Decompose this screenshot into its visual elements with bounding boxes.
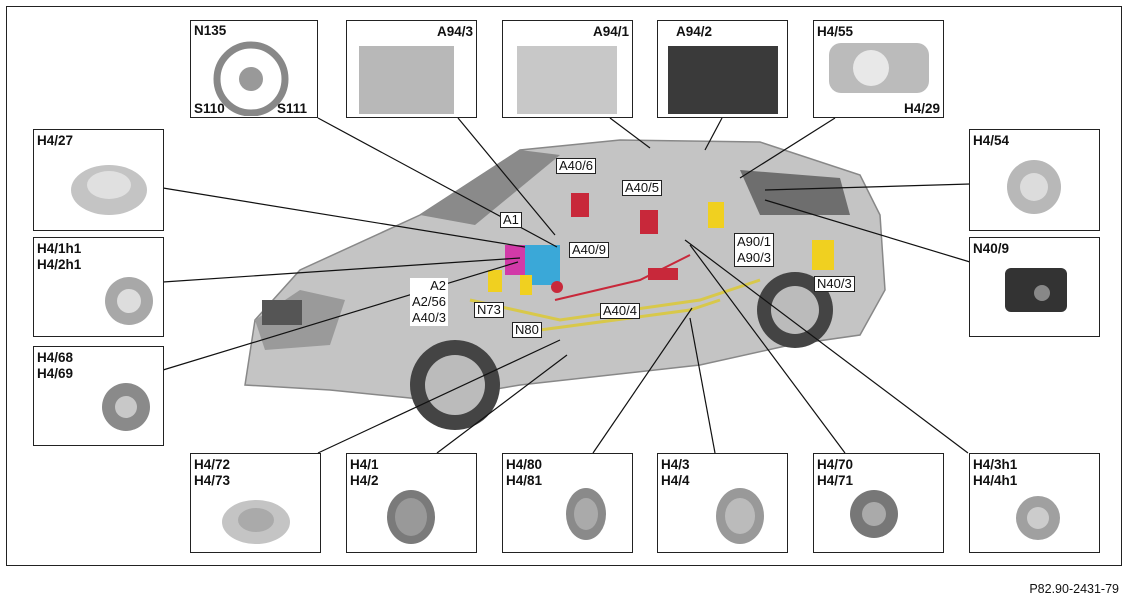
speaker-icon [71,165,147,215]
label-n73: N73 [474,302,504,318]
box-h4-72: H4/72 H4/73 [190,453,321,553]
label-a94-1: A94/1 [592,24,629,39]
box-h4-1h1: H4/1h1 H4/2h1 [33,237,164,337]
speaker-icon [566,488,606,540]
steering-wheel-icon [213,41,289,116]
box-h4-3h1: H4/3h1 H4/4h1 [969,453,1100,553]
label-s110: S110 [194,101,225,116]
label-h4-27: H4/27 [37,133,74,148]
a94-1-photo [517,46,617,114]
label-h4-81: H4/81 [506,473,543,488]
box-h4-54: H4/54 [969,129,1100,231]
label-h4-54: H4/54 [973,133,1010,148]
box-a94-1: A94/1 [502,20,633,118]
box-n40-9: N40/9 [969,237,1100,337]
light-unit-icon [829,43,929,93]
label-h4-2: H4/2 [350,473,379,488]
box-h4-1: H4/1 H4/2 [346,453,477,553]
figure-code: P82.90-2431-79 [1029,582,1119,596]
label-h4-55: H4/55 [817,24,854,39]
label-a2: A2 A2/56 A40/3 [410,278,448,326]
box-a94-2: A94/2 [657,20,788,118]
box-n135: N135 S110 S111 [190,20,318,118]
label-a40-5: A40/5 [622,180,662,196]
label-h4-3h1: H4/3h1 [973,457,1018,472]
label-a40-6: A40/6 [556,158,596,174]
speaker-icon [387,490,435,544]
a94-2-photo [668,46,778,114]
speaker-icon [850,490,898,538]
label-h4-80: H4/80 [506,457,543,472]
car-illustration [244,139,886,430]
box-h4-80: H4/80 H4/81 [502,453,633,553]
speaker-icon [716,488,764,544]
box-h4-3: H4/3 H4/4 [657,453,788,553]
label-a40-4: A40/4 [600,303,640,319]
a94-3-photo [359,46,454,114]
label-s111: S111 [277,101,308,116]
label-h4-4: H4/4 [661,473,690,488]
label-h4-29: H4/29 [903,101,940,116]
label-h4-70: H4/70 [817,457,854,472]
label-a94-3: A94/3 [436,24,473,39]
amplifier-icon [1005,268,1067,312]
label-h4-71: H4/71 [817,473,854,488]
box-h4-68: H4/68 H4/69 [33,346,164,446]
label-a94-2: A94/2 [676,24,713,39]
label-n40-3: N40/3 [814,276,855,292]
label-a40-9: A40/9 [569,242,609,258]
speaker-icon [222,500,290,544]
box-h4-70: H4/70 H4/71 [813,453,944,553]
label-h4-73: H4/73 [194,473,231,488]
label-h4-1h1: H4/1h1 [37,241,82,256]
label-a90: A90/1 A90/3 [734,233,774,267]
speaker-icon [1007,160,1061,214]
label-n40-9: N40/9 [973,241,1010,256]
label-n80: N80 [512,322,542,338]
box-h4-27: H4/27 [33,129,164,231]
label-a1: A1 [500,212,522,228]
box-a94-3: A94/3 [346,20,477,118]
speaker-icon [102,383,150,431]
box-h4-55: H4/55 H4/29 [813,20,944,118]
label-h4-69: H4/69 [37,366,74,381]
label-h4-4h1: H4/4h1 [973,473,1018,488]
label-h4-72: H4/72 [194,457,231,472]
label-h4-3: H4/3 [661,457,690,472]
label-h4-1: H4/1 [350,457,379,472]
label-h4-2h1: H4/2h1 [37,257,82,272]
label-n135: N135 [194,23,227,38]
speaker-icon [1016,496,1060,540]
speaker-icon [105,277,153,325]
diagram-frame [6,6,1122,566]
label-h4-68: H4/68 [37,350,74,365]
